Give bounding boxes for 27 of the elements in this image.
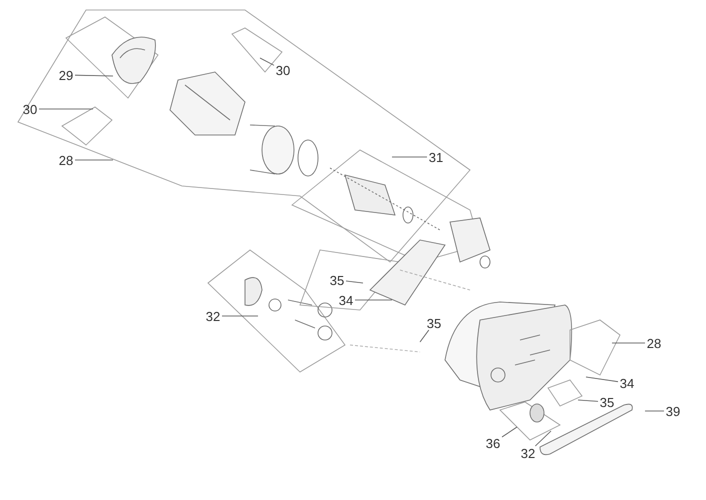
callout-number: 29 <box>57 68 75 82</box>
leader-line <box>578 400 598 402</box>
leader-line <box>644 410 664 412</box>
leader-line <box>420 330 430 342</box>
callout-number: 31 <box>427 150 445 164</box>
callout-number: 35 <box>598 395 616 409</box>
callout-number: 39 <box>664 404 682 418</box>
callout-number: 36 <box>484 436 502 450</box>
callout-number: 34 <box>337 293 355 307</box>
leader-line <box>346 280 364 284</box>
callout-number: 35 <box>425 316 443 330</box>
leader-line <box>534 430 552 446</box>
callout-number: 35 <box>328 273 346 287</box>
callout-number: 28 <box>645 336 663 350</box>
callout-number: 34 <box>618 376 636 390</box>
leader-line <box>392 156 428 158</box>
leader-line <box>586 376 618 382</box>
leader-line <box>38 108 94 110</box>
callout-number: 30 <box>274 63 292 77</box>
callout-number: 30 <box>21 102 39 116</box>
leader-line <box>260 58 274 66</box>
callout-number: 32 <box>519 446 537 460</box>
callout-number: 32 <box>204 309 222 323</box>
callout-number: 28 <box>57 153 75 167</box>
leader-line <box>74 74 114 76</box>
leader-line <box>612 342 646 344</box>
leader-line <box>502 426 518 438</box>
